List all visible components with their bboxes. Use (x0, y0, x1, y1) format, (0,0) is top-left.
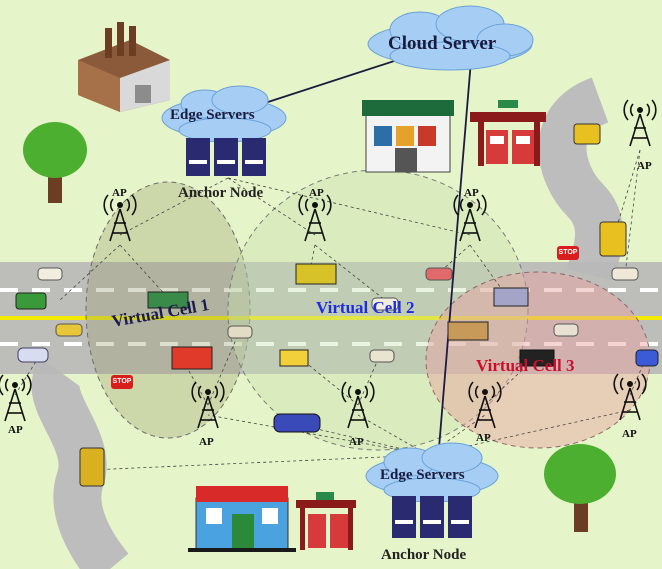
car-icon (519, 349, 555, 367)
truck-icon (295, 263, 337, 285)
tree-icon-left (23, 122, 87, 203)
road-upper-right (538, 77, 623, 282)
truck-icon (171, 346, 213, 370)
bus-icon (573, 123, 601, 145)
ap-label: AP (112, 187, 127, 199)
ap-label: AP (199, 436, 214, 448)
bus-icon (79, 447, 105, 487)
shop-building-icon (362, 100, 454, 173)
car-icon (37, 267, 63, 281)
truck-icon (599, 221, 627, 257)
car-icon (553, 323, 579, 337)
access-point-tower-icon (298, 194, 332, 242)
gas-station-icon-bottom (296, 492, 356, 550)
factory-icon (78, 22, 170, 112)
tree-icon-right (544, 444, 616, 532)
ap-label: AP (8, 424, 23, 436)
anchor-node-label-top: Anchor Node (178, 185, 264, 201)
server-rack-bottom (392, 496, 472, 538)
ap-label: AP (309, 187, 324, 199)
car-icon (17, 347, 49, 363)
edge-servers-label-top: Edge Servers (170, 107, 255, 123)
ap-label: AP (464, 187, 479, 199)
cloud-server-label: Cloud Server (388, 33, 497, 54)
server-rack-top (186, 138, 266, 176)
anchor-node-label-bottom: Anchor Node (381, 547, 467, 563)
vehicles (15, 123, 659, 487)
stop-sign: STOP (557, 246, 579, 260)
access-point-tower-icon (623, 99, 657, 147)
access-point-tower-icon (468, 381, 502, 429)
access-point-towers (0, 99, 657, 429)
virtual-cell-3-label: Virtual Cell 3 (476, 356, 575, 375)
ap-label: AP (637, 160, 652, 172)
access-point-tower-icon (453, 194, 487, 242)
edge-servers-cloud-top (161, 85, 287, 143)
car-icon (55, 323, 83, 337)
truck-icon (447, 321, 489, 341)
car-icon (279, 349, 309, 367)
police-car-icon (273, 413, 321, 433)
edge-servers-label-bottom: Edge Servers (380, 467, 465, 483)
car-icon (369, 349, 395, 363)
truck-icon (493, 287, 529, 307)
access-point-tower-icon (341, 381, 375, 429)
car-icon (227, 325, 253, 339)
access-point-tower-icon (103, 194, 137, 242)
car-icon (611, 267, 639, 281)
ap-label: AP (622, 428, 637, 440)
cloud-server-cloud (367, 5, 534, 71)
car-icon (371, 297, 399, 311)
gas-station-icon-top (470, 100, 546, 166)
car-icon (635, 349, 659, 367)
access-point-tower-icon (191, 381, 225, 429)
stop-sign: STOP (111, 375, 133, 389)
access-point-tower-icon (613, 373, 647, 421)
ap-label: AP (349, 436, 364, 448)
access-point-tower-icon (0, 374, 32, 422)
virtual-cell-2-label: Virtual Cell 2 (316, 298, 415, 317)
virtual-cell-1-area (85, 181, 251, 439)
bus-icon (15, 292, 47, 310)
truck-icon (147, 291, 189, 309)
ap-label: AP (476, 432, 491, 444)
store-building-icon (188, 486, 296, 552)
car-icon (425, 267, 453, 281)
